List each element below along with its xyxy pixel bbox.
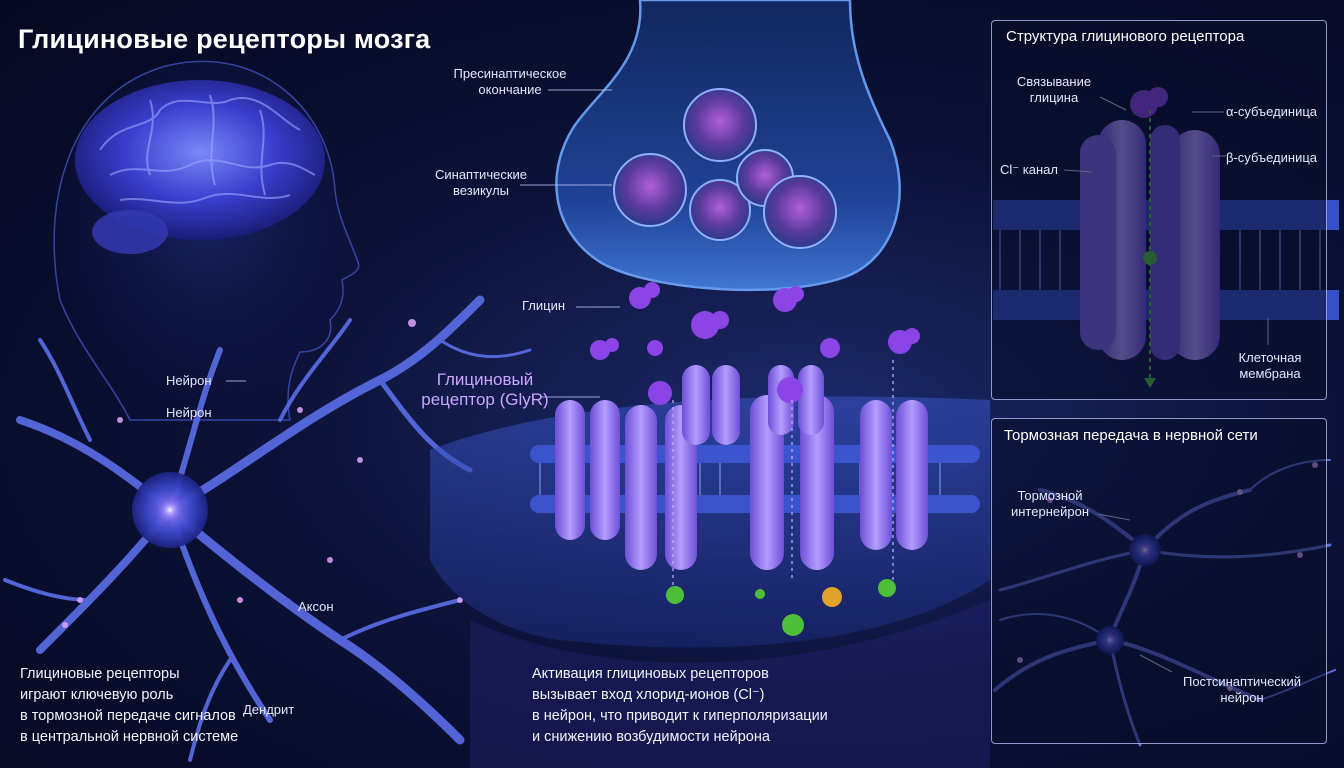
label-postsynaptic-neuron: Постсинаптический нейрон <box>1182 674 1302 705</box>
center-description-line: Активация глициновых рецепторов <box>532 666 769 682</box>
receptor-group <box>555 365 928 570</box>
network-panel-title: Тормозная передача в нервной сети <box>1004 427 1258 444</box>
label-glycine-binding: Связывание глицина <box>1016 74 1092 105</box>
receptor-3 <box>682 365 740 445</box>
label-vesicles: Синаптические везикулы <box>435 167 527 198</box>
network-panel <box>991 418 1327 744</box>
receptor-5 <box>860 400 928 550</box>
label-glycine: Глицин <box>522 298 566 313</box>
label-beta-subunit: β-субъединица <box>1226 150 1317 165</box>
label-cell-membrane: Клеточная мембрана <box>1238 350 1302 381</box>
structure-panel-title: Структура глицинового рецептора <box>1006 28 1245 45</box>
label-receptor: Глициновый рецептор (GlyR) <box>421 370 549 409</box>
page-title: Глициновые рецепторы мозга <box>18 24 431 54</box>
label-neuron-2: Нейрон <box>166 405 212 420</box>
center-description-line: и снижению возбудимости нейрона <box>532 729 770 745</box>
label-neuron-1: Нейрон <box>166 373 212 388</box>
center-description: Активация глициновых рецепторов вызывает… <box>532 664 828 748</box>
receptor-1 <box>555 400 620 540</box>
structure-panel <box>991 20 1327 400</box>
label-interneuron: Тормозной интернейрон <box>1010 488 1090 519</box>
receptor-4 <box>750 395 834 570</box>
left-description-line: в тормозной передаче сигналов <box>20 708 236 724</box>
center-description-line: вызывает вход хлорид-ионов (Cl⁻) <box>532 687 765 703</box>
label-dendrite: Дендрит <box>243 702 295 717</box>
left-description-line: в центральной нервной системе <box>20 729 239 745</box>
synaptic-vesicles <box>613 88 837 249</box>
left-neuron <box>3 295 532 762</box>
chloride-ions <box>666 579 896 636</box>
label-alpha-subunit: α-субъединица <box>1226 104 1318 119</box>
center-description-line: в нейрон, что приводит к гиперполяризаци… <box>532 708 828 724</box>
left-description-line: играют ключевую роль <box>20 687 174 703</box>
label-axon: Аксон <box>298 599 334 614</box>
glycine-molecules <box>590 282 920 405</box>
label-presynaptic: Пресинаптическое окончание <box>453 66 567 97</box>
left-description-line: Глициновые рецепторы <box>20 666 180 682</box>
left-description: Глициновые рецепторы играют ключевую рол… <box>20 664 238 748</box>
label-cl-channel: Cl⁻ канал <box>1000 162 1058 177</box>
